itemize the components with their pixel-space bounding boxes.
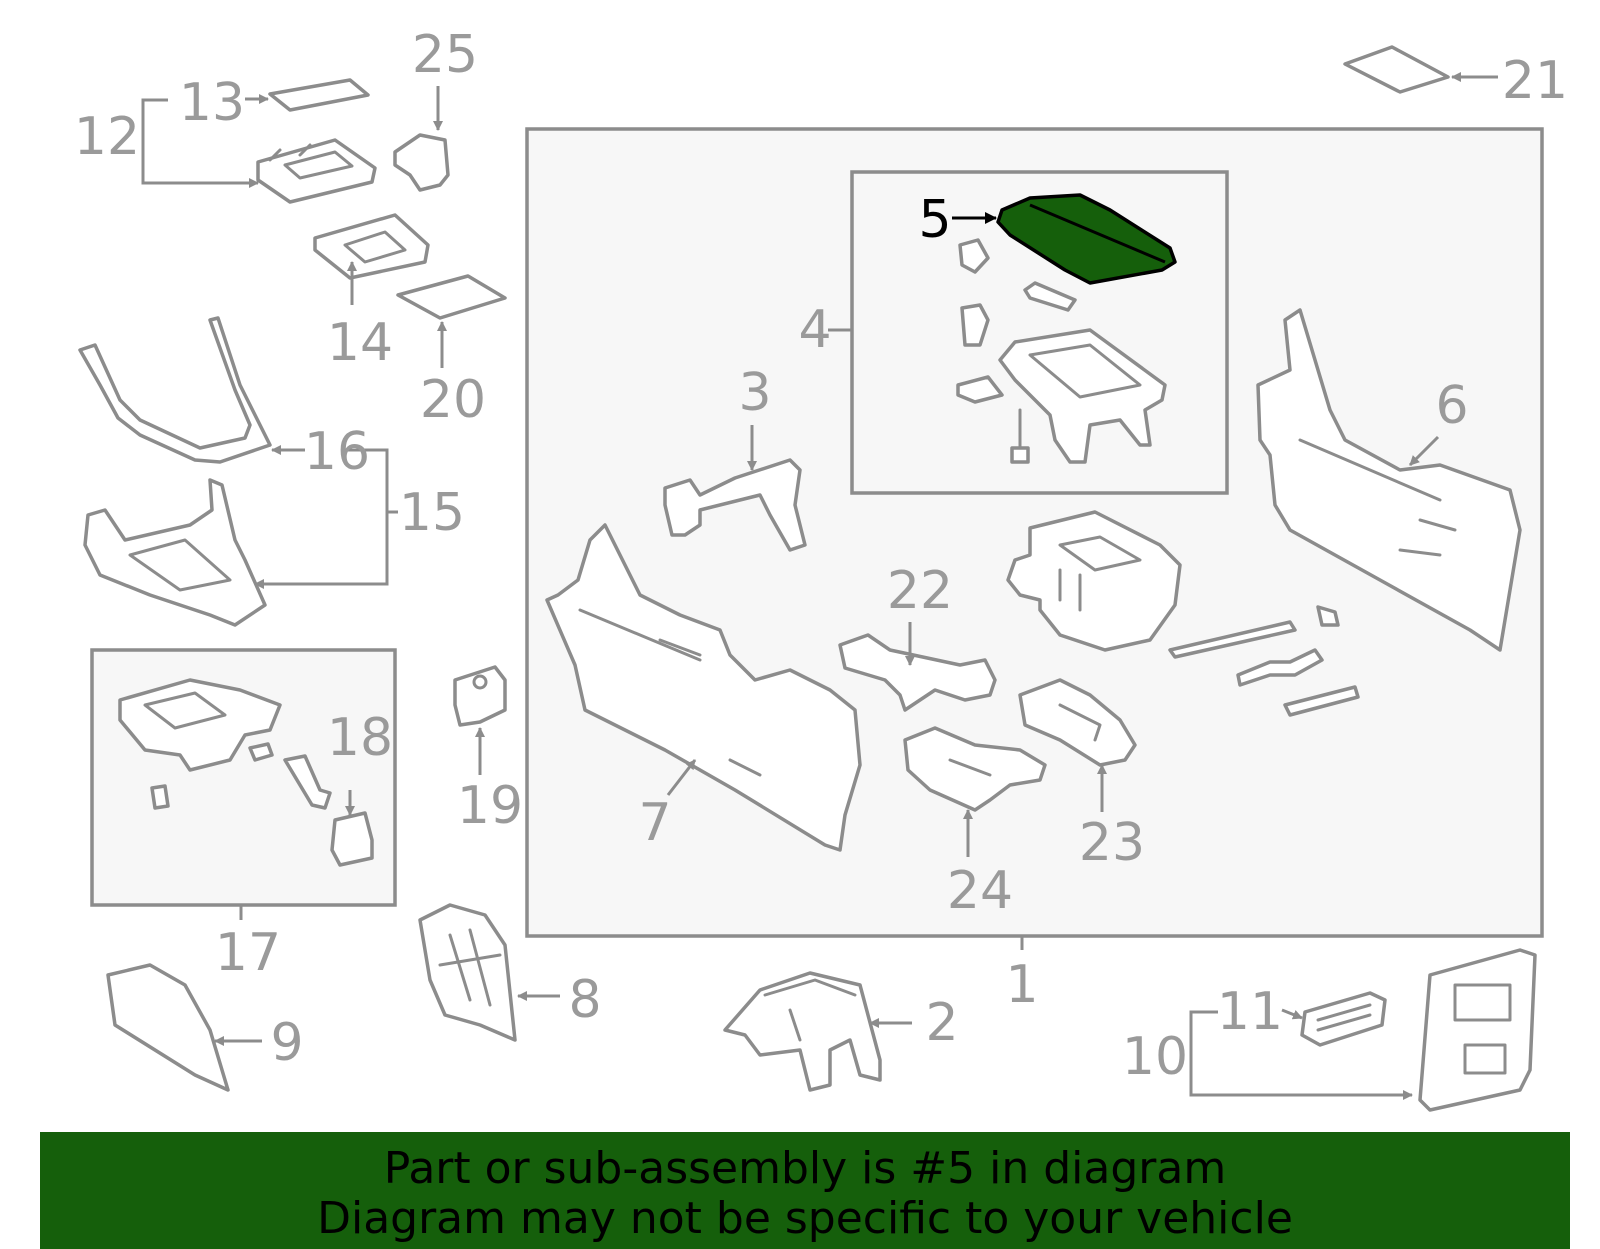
callout-23: 23 <box>1079 813 1145 873</box>
part-16-trim[interactable] <box>78 316 305 464</box>
part-24-bracket[interactable] <box>903 726 1047 857</box>
part-13-mat[interactable] <box>245 78 370 112</box>
part-12-upper-panel[interactable] <box>256 138 377 204</box>
callout-10-bracket <box>1189 1010 1413 1100</box>
part-9-lower-panel[interactable] <box>106 963 262 1092</box>
callout-7: 7 <box>638 793 671 853</box>
callout-11: 11 <box>1217 982 1283 1042</box>
part-11-vent[interactable] <box>1281 991 1387 1047</box>
part-rod-hardware[interactable] <box>1168 605 1360 717</box>
callout-9: 9 <box>270 1013 303 1073</box>
callout-5: 5 <box>918 190 951 250</box>
part-25-bracket[interactable] <box>393 86 450 192</box>
part-6-side-panel[interactable] <box>1256 308 1522 652</box>
part-7-console-side[interactable] <box>545 523 862 852</box>
part-console-box[interactable] <box>1006 510 1182 652</box>
part-15-panel[interactable] <box>83 478 267 627</box>
banner-line-2: Diagram may not be specific to your vehi… <box>317 1193 1293 1244</box>
part-23-bracket[interactable] <box>1018 678 1137 812</box>
info-banner: Part or sub-assembly is #5 in diagram Di… <box>40 1132 1570 1249</box>
callout-12-bracket <box>141 98 259 188</box>
part-10-rear-panel[interactable] <box>1418 948 1537 1112</box>
part-4-armrest-base[interactable] <box>828 238 1167 464</box>
callout-16: 16 <box>304 422 370 482</box>
callout-21: 21 <box>1502 51 1568 111</box>
callout-4: 4 <box>798 300 831 360</box>
callout-1: 1 <box>1005 955 1038 1015</box>
part-19-bracket[interactable] <box>453 665 507 775</box>
part-14-tray[interactable] <box>313 213 430 305</box>
callout-13: 13 <box>179 73 245 133</box>
callout-14: 14 <box>327 313 393 373</box>
part-17-cupholder[interactable] <box>118 678 332 810</box>
part-18-clip[interactable] <box>330 790 374 867</box>
callout-8: 8 <box>568 970 601 1030</box>
part-3-bracket[interactable] <box>663 425 807 552</box>
callout-22: 22 <box>887 561 953 621</box>
callout-19: 19 <box>457 776 523 836</box>
callout-15-bracket <box>254 448 389 589</box>
callout-17: 17 <box>215 923 281 983</box>
part-2-bracket[interactable] <box>723 971 912 1092</box>
part-20-mat[interactable] <box>396 274 507 368</box>
callout-12: 12 <box>74 107 140 167</box>
banner-line-1: Part or sub-assembly is #5 in diagram <box>383 1143 1227 1194</box>
callout-3: 3 <box>738 363 771 423</box>
callout-15: 15 <box>399 483 465 543</box>
callout-24: 24 <box>947 861 1013 921</box>
callout-20: 20 <box>420 370 486 430</box>
cupholder-subassembly-box <box>90 648 397 907</box>
callout-25: 25 <box>412 25 478 85</box>
callout-6: 6 <box>1435 376 1468 436</box>
part-5-armrest-lid[interactable] <box>952 193 1177 285</box>
part-8-side-panel[interactable] <box>418 903 560 1042</box>
part-22-duct[interactable] <box>838 622 997 712</box>
part-21-lid[interactable] <box>1343 45 1498 94</box>
callout-18: 18 <box>327 708 393 768</box>
callout-2: 2 <box>925 993 958 1053</box>
callout-10: 10 <box>1122 1027 1188 1087</box>
